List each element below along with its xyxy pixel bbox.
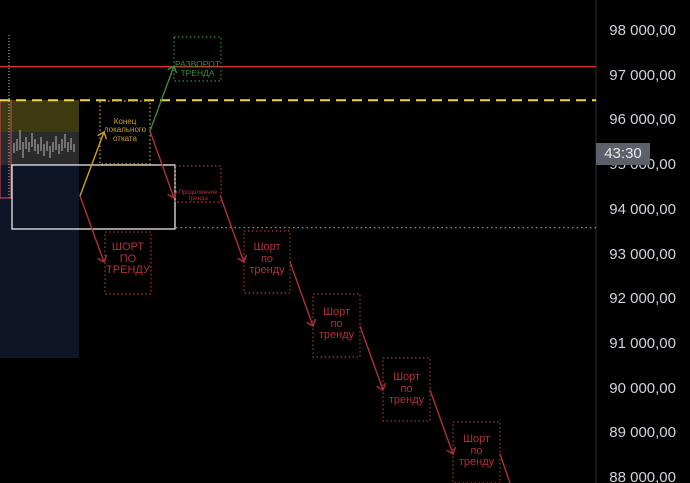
trend-path-arrow[interactable] (79, 132, 104, 197)
price-tick-label: 88 000,00 (609, 469, 676, 483)
trend-path-arrow[interactable] (219, 194, 244, 262)
price-tick-label: 91 000,00 (609, 334, 676, 352)
price-tick-label: 89 000,00 (609, 424, 676, 442)
price-tick-label: 90 000,00 (609, 379, 676, 397)
price-tick-label: 92 000,00 (609, 290, 676, 308)
annotation-box[interactable] (312, 293, 361, 358)
historic-zone-grey (0, 132, 79, 165)
price-tick-label: 98 000,00 (609, 22, 676, 39)
annotation-box[interactable] (173, 36, 222, 82)
annotation-box[interactable] (243, 230, 291, 294)
trend-path-arrow[interactable] (289, 261, 313, 326)
price-tick-label: 97 000,00 (609, 66, 676, 84)
annotation-box[interactable] (174, 165, 222, 203)
price-tick-label: 93 000,00 (609, 245, 676, 263)
trend-path-arrow[interactable] (429, 389, 453, 454)
historic-zone-blue (0, 165, 79, 358)
annotation-box[interactable] (104, 231, 152, 295)
trend-path-arrow[interactable] (359, 325, 383, 390)
trend-path-arrow[interactable] (499, 453, 511, 483)
price-tick-label: 96 000,00 (609, 111, 676, 129)
trend-path-arrow[interactable] (79, 195, 104, 262)
trend-path-arrow[interactable] (149, 66, 174, 132)
price-tick-label: 94 000,00 (609, 200, 676, 218)
annotation-box[interactable] (382, 357, 431, 422)
trend-path-arrow[interactable] (149, 130, 174, 198)
annotation-box[interactable] (452, 421, 501, 483)
current-time-badge: 43:30 (596, 143, 650, 165)
annotation-box[interactable] (99, 100, 151, 165)
historic-zone-yellow (0, 100, 79, 132)
